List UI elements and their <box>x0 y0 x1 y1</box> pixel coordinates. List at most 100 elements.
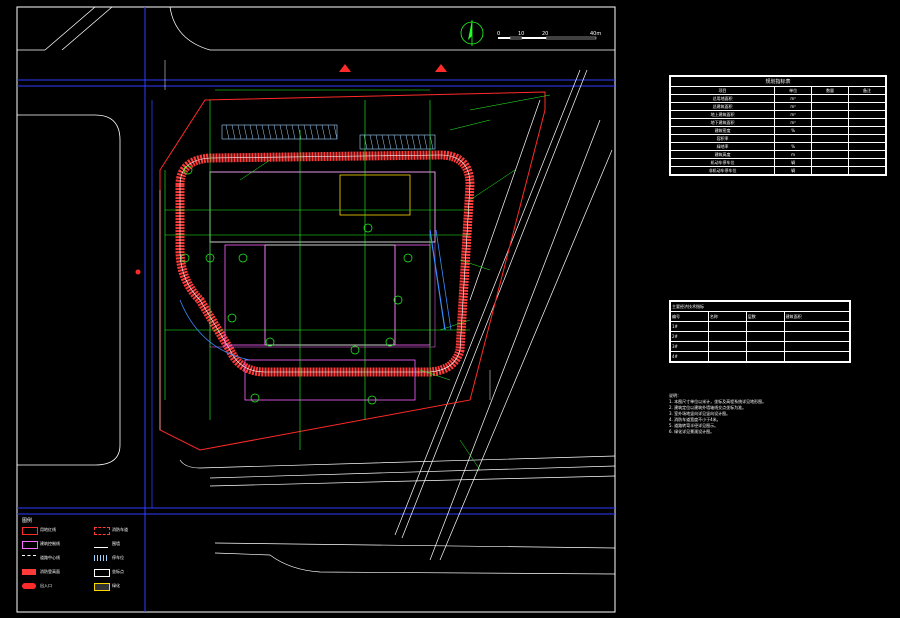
economic-table-cell: 3# <box>670 341 709 352</box>
economic-table-row: 3# <box>670 341 851 352</box>
planning-table-cell: 地上建筑面积 <box>669 110 776 119</box>
planning-table-cell <box>811 158 850 167</box>
planning-table-row: 机动车停车位辆 <box>669 158 886 167</box>
legend-swatch <box>22 527 38 535</box>
scale-tick-0: 0 <box>497 31 500 37</box>
planning-table-cell: 建筑密度 <box>669 126 776 135</box>
planning-table-cell: 辆 <box>774 158 813 167</box>
legend-swatch <box>22 541 38 549</box>
planning-table-cell: 非机动车停车位 <box>669 166 776 175</box>
planning-table-cell <box>848 142 886 151</box>
legend-swatch <box>94 569 110 577</box>
planning-table-cell <box>774 134 813 143</box>
legend-label: 坐标点 <box>112 569 124 574</box>
planning-table-row: 非机动车停车位辆 <box>669 166 886 175</box>
legend-label: 建筑控制线 <box>40 541 60 546</box>
economic-table-title: 主要经济技术指标 <box>670 301 850 312</box>
economic-table-row: 2# <box>670 331 851 342</box>
planning-table-cell <box>848 150 886 159</box>
planning-table-cell: 容积率 <box>669 134 776 143</box>
planning-table-cell <box>811 118 850 127</box>
note-line: 3. 室外场地竖向详见竖向设计图。 <box>669 411 731 416</box>
planning-table-row: 绿地率% <box>669 142 886 151</box>
legend-swatch <box>22 583 36 589</box>
design-notes: 说明：1. 本图尺寸单位以米计，坐标及高程系统详见地形图。2. 建筑定位以建筑外… <box>669 393 879 435</box>
scale-tick-40: 40m <box>590 31 601 37</box>
planning-table-cell <box>811 126 850 135</box>
economic-table-cell: 名称 <box>707 311 747 322</box>
economic-table-cell: 建筑面积 <box>783 311 851 322</box>
economic-table-cell <box>707 331 747 342</box>
planning-table-cell: 数量 <box>811 86 850 95</box>
economic-table-cell <box>707 321 747 332</box>
note-line: 1. 本图尺寸单位以米计，坐标及高程系统详见地形图。 <box>669 399 767 404</box>
economic-table-cell <box>783 341 851 352</box>
planning-table-cell <box>811 150 850 159</box>
economic-table-cell: 编号 <box>670 311 709 322</box>
economic-table-row: 4# <box>670 351 851 362</box>
legend-label: 消防车道 <box>112 527 128 532</box>
legend-swatch <box>94 527 110 535</box>
planning-table-cell: m <box>774 150 813 159</box>
economic-table-cell <box>745 341 785 352</box>
planning-table-cell: 辆 <box>774 166 813 175</box>
planning-table-row: 建筑密度% <box>669 126 886 135</box>
planning-table-cell: 绿地率 <box>669 142 776 151</box>
planning-table-cell <box>811 166 850 175</box>
planning-table-cell <box>811 110 850 119</box>
economic-table-cell <box>745 321 785 332</box>
planning-table-cell <box>848 134 886 143</box>
note-line: 5. 道路转弯半径详见图示。 <box>669 423 719 428</box>
planning-table-cell: % <box>774 142 813 151</box>
planning-table-cell <box>811 102 850 111</box>
planning-table-row: 项目单位数量备注 <box>669 86 886 95</box>
planning-table-cell: 备注 <box>848 86 886 95</box>
planning-table-cell: m² <box>774 110 813 119</box>
note-line: 说明： <box>669 393 681 398</box>
legend-label: 道路中心线 <box>40 555 60 560</box>
planning-table-cell <box>848 110 886 119</box>
planning-table-row: 容积率 <box>669 134 886 143</box>
planning-table-cell: % <box>774 126 813 135</box>
planning-table-cell <box>848 126 886 135</box>
planning-table-cell <box>848 118 886 127</box>
note-line: 6. 绿化详见景观设计图。 <box>669 429 715 434</box>
economic-table-cell <box>707 351 747 362</box>
economic-table-cell: 层数 <box>745 311 785 322</box>
planning-table-cell <box>848 158 886 167</box>
economic-table-cell <box>783 331 851 342</box>
planning-table-cell: 机动车停车位 <box>669 158 776 167</box>
planning-table-cell: 地下建筑面积 <box>669 118 776 127</box>
planning-table-cell: m² <box>774 102 813 111</box>
economic-table-cell: 4# <box>670 351 709 362</box>
economic-table-cell <box>783 321 851 332</box>
planning-table-cell <box>811 142 850 151</box>
planning-table-cell: 单位 <box>774 86 813 95</box>
legend-swatch <box>94 555 108 561</box>
planning-table-cell: 总建筑面积 <box>669 102 776 111</box>
note-line: 2. 建筑定位以建筑外墙轴线交点坐标为准。 <box>669 405 747 410</box>
planning-table-cell <box>811 94 850 103</box>
note-line: 4. 消防车道宽度不小于4米。 <box>669 417 721 422</box>
legend-label: 消防登高面 <box>40 569 60 574</box>
legend-label: 出入口 <box>40 583 52 588</box>
planning-table-cell <box>848 166 886 175</box>
economic-table-cell <box>745 331 785 342</box>
legend-label: 用地红线 <box>40 527 56 532</box>
planning-table-cell <box>848 94 886 103</box>
legend-title: 图例 <box>22 518 33 524</box>
north-arrow-icon <box>460 20 484 46</box>
planning-table-cell <box>848 102 886 111</box>
economic-index-table: 主要经济技术指标 编号名称层数建筑面积 1#2#3#4# <box>669 300 851 363</box>
planning-table-cell: 总用地面积 <box>669 94 776 103</box>
economic-table-cell: 1# <box>670 321 709 332</box>
legend-label: 围墙 <box>112 541 120 546</box>
scale-tick-10: 10 <box>518 31 524 37</box>
